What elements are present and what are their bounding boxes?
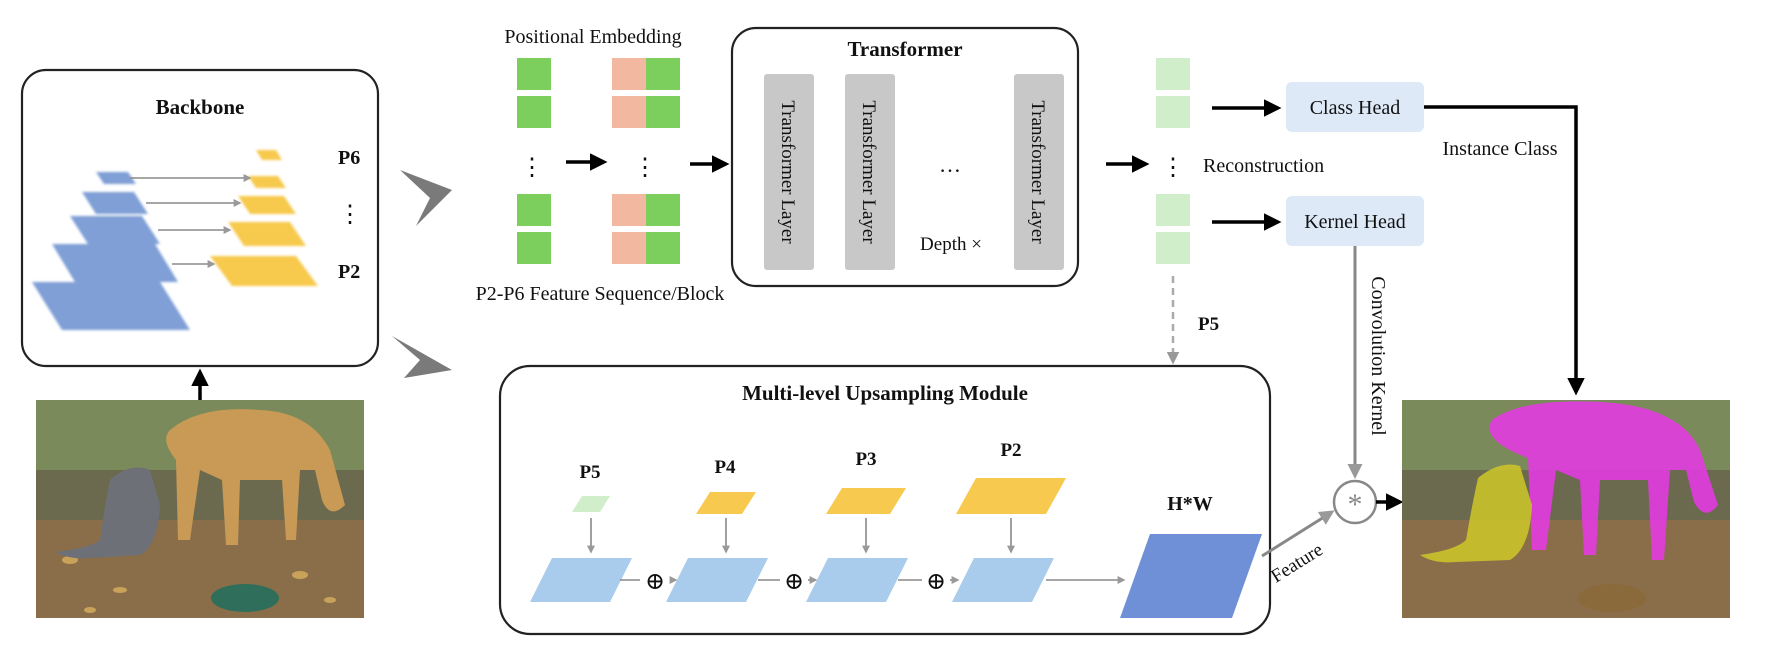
photo-bowl: [211, 584, 279, 612]
kernel-head-label: Kernel Head: [1304, 211, 1406, 233]
yellow-level-2: [228, 222, 306, 246]
p2-upsample-block: [952, 558, 1054, 602]
upsampling-level-p2: P2: [1000, 440, 1021, 461]
cat-mask: [1420, 464, 1532, 563]
p4-feature-shape: [696, 492, 756, 514]
transformer-ellipsis: …: [939, 152, 961, 177]
blue-level-3: [70, 216, 160, 244]
upsampling-level-p3: P3: [855, 449, 876, 470]
backbone-title: Backbone: [156, 95, 245, 119]
class-head: Class Head: [1286, 82, 1424, 132]
p3-feature-shape: [826, 488, 906, 514]
p5-upsample-block: [530, 558, 632, 602]
feature-to-conv-arrow: [1261, 510, 1335, 558]
dog-mask: [1489, 401, 1718, 560]
plus-operator-3: ⊕: [926, 569, 946, 595]
p5-label: P5: [1198, 314, 1219, 335]
backbone-level-bottom: P2: [338, 261, 360, 283]
transformer-layer-label: Transformer Layer: [777, 100, 798, 244]
blue-level-1: [32, 282, 190, 330]
photo-dog: [166, 409, 345, 545]
blue-level-4: [82, 192, 148, 214]
backbone-lateral-arrows: [130, 174, 252, 268]
upsampling-level-p4: P4: [714, 457, 736, 478]
photo-ground: [36, 520, 364, 618]
output-tokens: [1156, 58, 1190, 264]
kernel-head: Kernel Head: [1286, 196, 1424, 246]
backbone-level-top: P6: [338, 147, 360, 169]
feature-sequence-caption: P2-P6 Feature Sequence/Block: [476, 283, 725, 305]
upsampling-vertical-arrows: [587, 518, 1015, 554]
feature-sequence: Positional Embedding ⋮ ⋮ P2-P6 Feature S…: [476, 26, 730, 305]
yellow-level-1: [210, 256, 318, 286]
transformer-layer-label: Transformer Layer: [858, 100, 879, 244]
convolution-kernel-label: Convolution Kernel: [1367, 276, 1389, 436]
token-ellipsis: ⋮: [520, 155, 544, 181]
reconstruction-label: Reconstruction: [1203, 155, 1324, 177]
convolution-operator: *: [1332, 479, 1378, 525]
backbone-ellipsis: ⋮: [338, 202, 362, 228]
token-column: [517, 58, 551, 264]
upsampling-title: Multi-level Upsampling Module: [742, 381, 1028, 405]
transformer-layer-n: Transformer Layer: [1014, 74, 1064, 270]
transformer-layer-2: Transformer Layer: [845, 74, 895, 270]
p5-feature-shape: [572, 496, 610, 512]
positional-embedding-label: Positional Embedding: [504, 26, 681, 48]
output-photo-ground: [1402, 520, 1730, 618]
yellow-level-4: [248, 176, 286, 188]
backbone-blue-pyramid: [32, 172, 190, 330]
upsampling-level-p5: P5: [579, 462, 600, 483]
class-to-output-arrow: [1424, 105, 1585, 396]
output-photo: [1402, 400, 1730, 618]
embedded-token-column: [612, 58, 680, 264]
p4-upsample-block: [666, 558, 768, 602]
output-photo-bowl: [1578, 584, 1646, 612]
hw-label: H*W: [1167, 493, 1213, 515]
plus-operator-1: ⊕: [645, 569, 665, 595]
class-head-label: Class Head: [1310, 97, 1401, 119]
yellow-level-5: [256, 150, 282, 160]
transformer-layer-label: Transformer Layer: [1027, 100, 1048, 244]
yellow-level-3: [238, 196, 296, 214]
transformer-module: Transformer Transformer Layer Transforme…: [730, 26, 1080, 288]
backbone-to-upsampling-chevron: [392, 336, 452, 378]
upsampling-module: Multi-level Upsampling Module P5 P4 P3 P…: [498, 364, 1272, 636]
embedded-token-ellipsis: ⋮: [633, 155, 657, 181]
backbone-module: Backbone P6 ⋮ P2: [20, 68, 380, 368]
photo-cat: [55, 467, 160, 559]
hw-output-block: [1120, 534, 1262, 618]
input-photo: [36, 400, 364, 618]
backbone-yellow-pyramid: [210, 150, 318, 286]
transformer-box: [730, 26, 1080, 288]
output-ellipsis: ⋮: [1161, 155, 1185, 181]
instance-class-label: Instance Class: [1443, 138, 1558, 160]
plus-operator-2: ⊕: [784, 569, 804, 595]
blue-level-2: [52, 244, 178, 282]
p3-upsample-block: [806, 558, 908, 602]
transformer-layer-1: Transformer Layer: [764, 74, 814, 270]
transformer-depth-label: Depth ×: [920, 234, 982, 255]
transformer-title: Transformer: [847, 37, 962, 61]
p2-feature-shape: [956, 478, 1066, 514]
backbone-to-sequence-chevron: [400, 170, 452, 226]
convolution-symbol: *: [1348, 488, 1363, 521]
blue-level-5: [96, 172, 136, 184]
